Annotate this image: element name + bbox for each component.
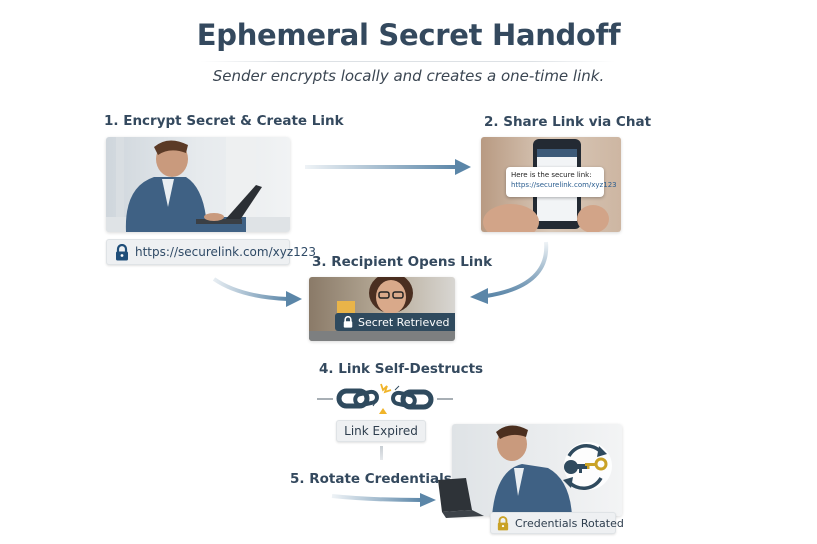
step-1-photo-sender-laptop — [106, 137, 290, 232]
step-5-photo-rotate-credentials — [452, 424, 622, 516]
link-expired-badge: Link Expired — [336, 420, 426, 442]
step-5-label: 5. Rotate Credentials — [290, 471, 452, 487]
secure-link-text: https://securelink.com/xyz123 — [135, 245, 317, 259]
page-subtitle: Sender encrypts locally and creates a on… — [212, 67, 605, 85]
step-1-label: 1. Encrypt Secret & Create Link — [104, 113, 344, 129]
arrow-step1-to-step2 — [305, 157, 473, 177]
step-2-label: 2. Share Link via Chat — [484, 114, 652, 130]
connector-line — [380, 446, 383, 460]
chat-message-text: Here is the secure link: — [511, 171, 592, 179]
credentials-rotated-badge: Credentials Rotated — [490, 512, 624, 534]
lock-icon — [497, 515, 509, 531]
arrow-step1-to-step3 — [210, 275, 305, 310]
chat-message-link[interactable]: https://securelink.com/xyz123 — [511, 181, 617, 189]
laptop-illustration — [436, 476, 486, 518]
lock-icon — [115, 243, 129, 261]
lock-icon — [343, 316, 353, 328]
secret-retrieved-badge: Secret Retrieved — [335, 313, 455, 331]
arrow-step2-to-step3 — [466, 238, 556, 308]
arrow-to-step5 — [330, 490, 438, 510]
page-title: Ephemeral Secret Handoff — [196, 18, 621, 52]
broken-chain-icon — [315, 380, 455, 418]
step-3-label: 3. Recipient Opens Link — [312, 254, 493, 270]
step-4-label: 4. Link Self-Destructs — [319, 361, 484, 377]
key-rotation-icon — [557, 442, 613, 492]
step-3-photo-recipient: Secret Retrieved — [309, 277, 455, 341]
title-divider — [200, 61, 615, 62]
chat-bubble: Here is the secure link: https://securel… — [506, 167, 617, 197]
step-2-photo-phone-chat: Here is the secure link: https://securel… — [481, 137, 621, 232]
secure-link-badge[interactable]: https://securelink.com/xyz123 — [106, 239, 316, 265]
